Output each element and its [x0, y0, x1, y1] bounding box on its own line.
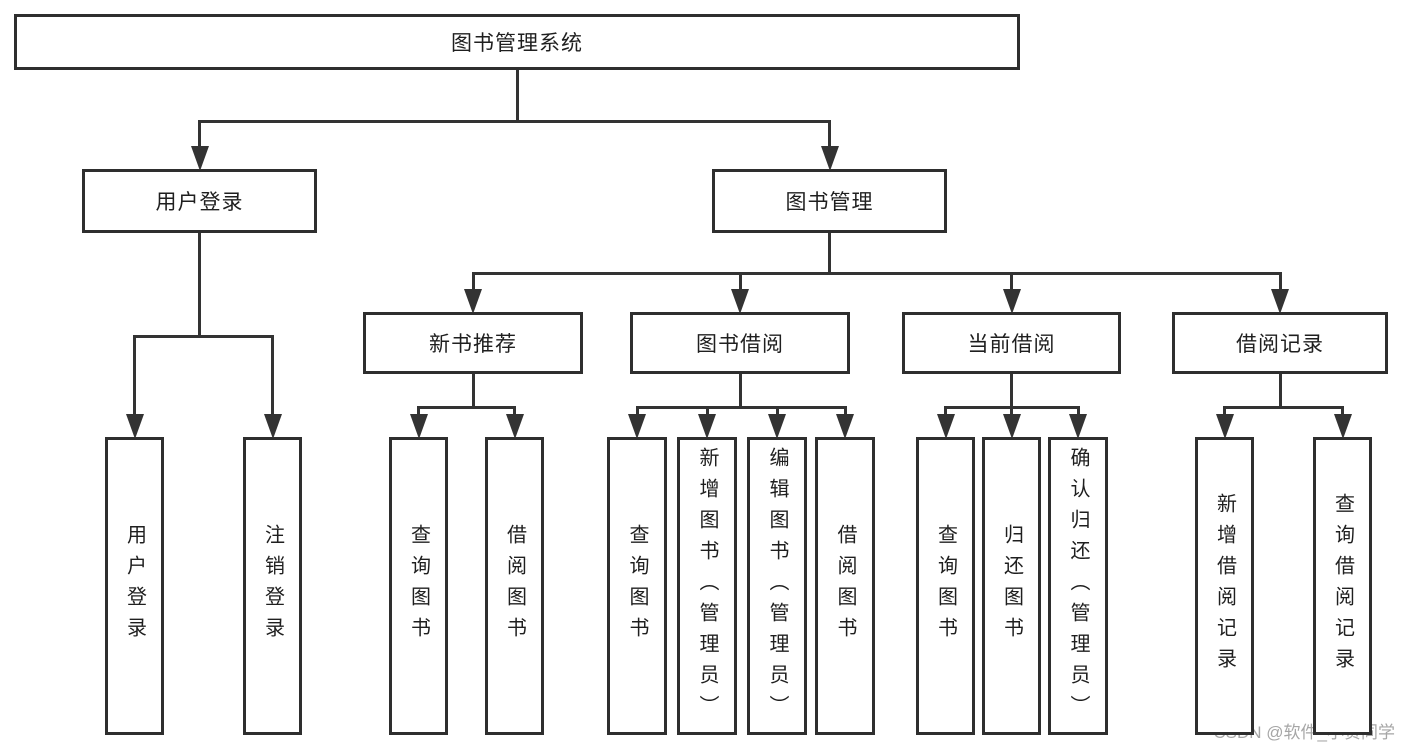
node-label: 用户登录	[155, 191, 244, 214]
arrowhead-down-icon	[464, 289, 482, 314]
node-leaf-nbr-query: 查询图书	[389, 437, 448, 735]
node-label: 查询图书	[934, 524, 957, 648]
node-root: 图书管理系统	[14, 14, 1020, 70]
node-label: 当前借阅	[967, 333, 1056, 356]
connector-line	[635, 406, 847, 409]
node-label: 编辑图书（管理员）	[766, 446, 788, 726]
connector-line	[1010, 406, 1013, 414]
node-label: 确认归还（管理员）	[1067, 446, 1089, 726]
connector-line	[1278, 374, 1282, 409]
node-borrow-records: 借阅记录	[1172, 312, 1388, 374]
connector-line	[828, 120, 831, 146]
connector-line	[471, 374, 475, 409]
node-leaf-bb-borrow: 借阅图书	[815, 437, 875, 735]
arrowhead-down-icon	[1002, 289, 1021, 314]
connector-line	[705, 406, 709, 414]
connector-line	[1278, 272, 1282, 289]
connector-line	[635, 406, 639, 414]
connector-line	[738, 272, 742, 289]
arrowhead-down-icon	[768, 414, 786, 439]
node-leaf-bb-add: 新增图书（管理员）	[677, 437, 737, 735]
arrowhead-down-icon	[628, 414, 646, 439]
node-label: 查询图书	[407, 524, 430, 648]
arrowhead-down-icon	[1002, 414, 1021, 439]
connector-line	[471, 272, 475, 289]
connector-line	[471, 272, 1282, 275]
connector-line	[775, 406, 779, 414]
node-label: 查询借阅记录	[1331, 493, 1354, 679]
node-label: 借阅图书	[503, 524, 526, 648]
node-leaf-br-add: 新增借阅记录	[1195, 437, 1254, 735]
node-leaf-cb-return: 归还图书	[982, 437, 1041, 735]
node-leaf-br-query: 查询借阅记录	[1313, 437, 1372, 735]
connector-line	[198, 233, 201, 338]
arrowhead-down-icon	[1215, 414, 1234, 439]
arrowhead-down-icon	[731, 289, 749, 314]
arrowhead-down-icon	[820, 146, 839, 171]
node-label: 借阅记录	[1236, 333, 1324, 356]
arrowhead-down-icon	[409, 414, 428, 439]
arrowhead-down-icon	[1271, 289, 1289, 314]
arrowhead-down-icon	[190, 146, 209, 171]
node-leaf-nbr-borrow: 借阅图书	[485, 437, 544, 735]
connector-line	[417, 406, 420, 414]
node-label: 新增借阅记录	[1213, 493, 1236, 679]
connector-line	[513, 406, 516, 414]
node-label: 新增图书（管理员）	[696, 446, 718, 726]
node-leaf-user-login: 用户登录	[105, 437, 164, 735]
node-label: 图书管理系统	[451, 32, 583, 55]
node-label: 借阅图书	[834, 524, 856, 648]
node-leaf-bb-query: 查询图书	[607, 437, 667, 735]
arrowhead-down-icon	[698, 414, 716, 439]
connector-line	[133, 335, 274, 338]
connector-line	[133, 335, 136, 414]
arrowhead-down-icon	[505, 414, 524, 439]
connector-line	[1341, 406, 1344, 414]
connector-line	[198, 120, 831, 123]
connector-line	[515, 70, 519, 123]
connector-line	[1010, 272, 1013, 289]
arrowhead-down-icon	[1069, 414, 1087, 439]
node-book-borrow: 图书借阅	[630, 312, 850, 374]
node-leaf-logout: 注销登录	[243, 437, 302, 735]
node-label: 注销登录	[261, 524, 284, 648]
connector-line	[417, 406, 516, 409]
node-user-login: 用户登录	[82, 169, 317, 233]
connector-line	[1076, 406, 1080, 414]
connector-line	[271, 335, 274, 414]
connector-line	[828, 233, 831, 275]
node-book-mgmt: 图书管理	[712, 169, 947, 233]
node-leaf-cb-query: 查询图书	[916, 437, 975, 735]
arrowhead-down-icon	[836, 414, 854, 439]
connector-line	[198, 120, 201, 146]
node-current-borrow: 当前借阅	[902, 312, 1121, 374]
connector-line	[843, 406, 847, 414]
node-label: 用户登录	[123, 524, 146, 648]
arrowhead-down-icon	[263, 414, 282, 439]
connector-line	[738, 374, 742, 409]
node-label: 归还图书	[1000, 524, 1023, 648]
node-label: 图书借阅	[696, 333, 784, 356]
node-label: 图书管理	[785, 191, 874, 214]
arrowhead-down-icon	[125, 414, 144, 439]
connector-line	[1223, 406, 1226, 414]
connector-line	[944, 406, 947, 414]
arrowhead-down-icon	[1333, 414, 1352, 439]
node-new-book-rec: 新书推荐	[363, 312, 583, 374]
connector-line	[1010, 374, 1013, 409]
node-leaf-cb-confirm: 确认归还（管理员）	[1048, 437, 1108, 735]
connector-line	[1223, 406, 1344, 409]
arrowhead-down-icon	[936, 414, 955, 439]
node-leaf-bb-edit: 编辑图书（管理员）	[747, 437, 807, 735]
node-label: 新书推荐	[429, 333, 517, 356]
node-label: 查询图书	[626, 524, 648, 648]
